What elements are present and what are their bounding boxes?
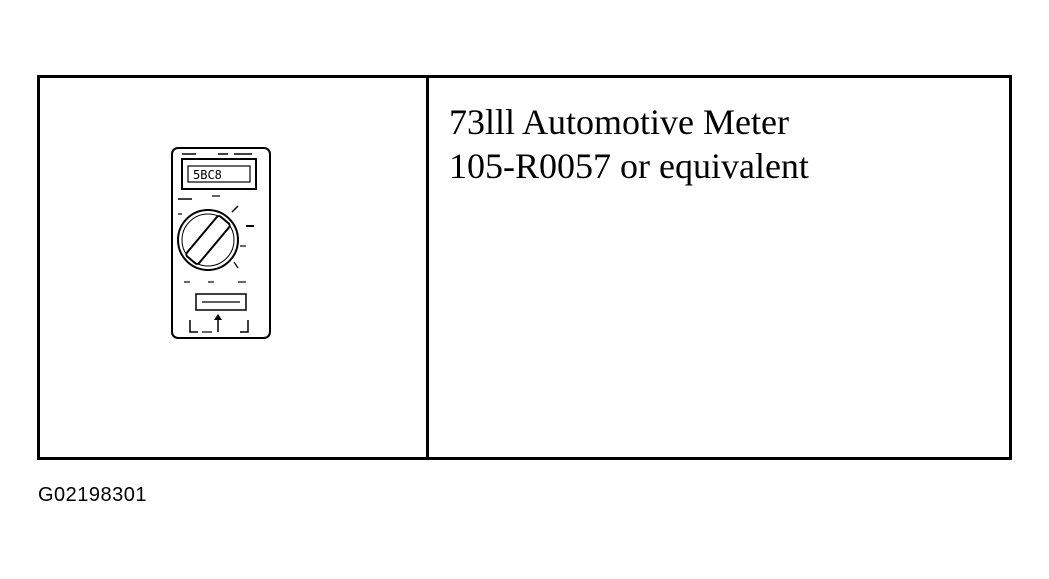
tool-name: 73lll Automotive Meter (449, 102, 789, 142)
figure-id: G02198301 (38, 484, 148, 506)
multimeter-icon: 5BC8 (171, 147, 271, 339)
part-number: 105-R0057 or equivalent (449, 146, 809, 186)
svg-text:5BC8: 5BC8 (193, 168, 222, 182)
tool-illustration-cell: 5BC8 (40, 78, 429, 457)
special-tool-table: 5BC8 (37, 75, 1012, 460)
tool-description-cell: 73lll Automotive Meter 105-R0057 or equi… (429, 78, 1009, 457)
